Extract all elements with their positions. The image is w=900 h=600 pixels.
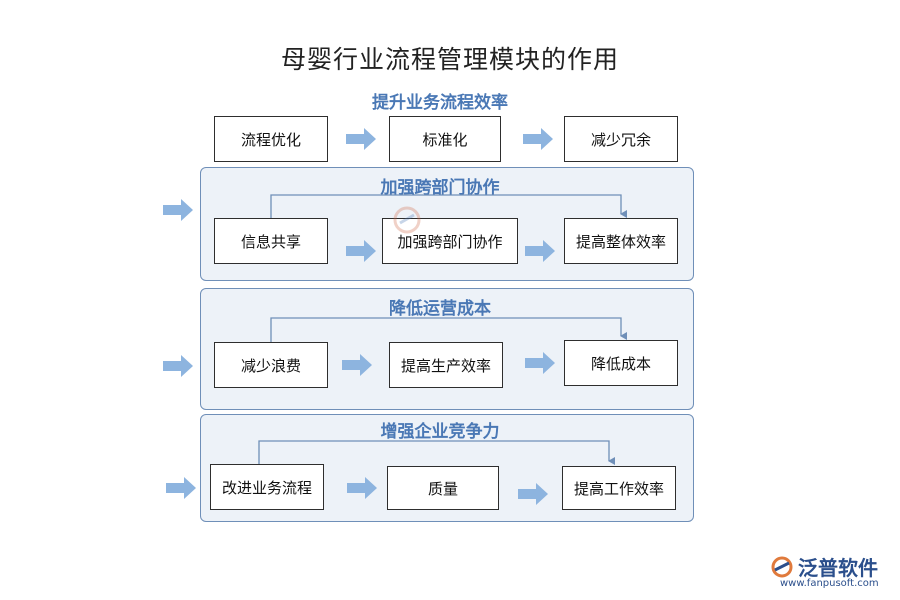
- section-title-1: 提升业务流程效率: [372, 93, 508, 113]
- arrow-right-icon: [346, 128, 376, 150]
- box-4-3: 提高工作效率: [562, 466, 676, 510]
- section-title-4: 增强企业竞争力: [380, 422, 500, 442]
- arrow-right-icon: [518, 483, 548, 505]
- arrow-right-icon: [166, 477, 196, 499]
- arrow-right-icon: [525, 352, 555, 374]
- watermark-logo-icon: [393, 206, 421, 234]
- arrow-right-icon: [523, 128, 553, 150]
- box-1-2: 标准化: [389, 116, 501, 162]
- box-4-2: 质量: [387, 466, 499, 510]
- connector-4: [258, 440, 615, 465]
- box-2-1: 信息共享: [214, 218, 328, 264]
- section-title-2: 加强跨部门协作: [380, 178, 500, 198]
- diagram-title: 母婴行业流程管理模块的作用: [280, 45, 619, 74]
- arrow-right-icon: [525, 240, 555, 262]
- arrow-right-icon: [347, 477, 377, 499]
- arrow-right-icon: [163, 355, 193, 377]
- box-3-3: 降低成本: [564, 340, 678, 386]
- box-2-3: 提高整体效率: [564, 218, 678, 264]
- arrow-right-icon: [346, 240, 376, 262]
- arrow-right-icon: [163, 199, 193, 221]
- logo-name: 泛普软件: [798, 556, 878, 580]
- box-3-1: 减少浪费: [214, 342, 328, 388]
- box-3-2: 提高生产效率: [389, 342, 503, 388]
- logo-url: www.fanpusoft.com: [780, 578, 879, 589]
- box-2-2: 加强跨部门协作: [382, 218, 518, 264]
- section-title-3: 降低运营成本: [389, 299, 491, 319]
- brand-logo: 泛普软件: [770, 552, 878, 581]
- connector-3: [270, 317, 627, 342]
- arrow-right-icon: [342, 354, 372, 376]
- connector-2: [270, 194, 627, 218]
- box-1-3: 减少冗余: [564, 116, 678, 162]
- box-4-1: 改进业务流程: [210, 464, 324, 510]
- logo-mark-icon: [771, 556, 793, 577]
- box-1-1: 流程优化: [214, 116, 328, 162]
